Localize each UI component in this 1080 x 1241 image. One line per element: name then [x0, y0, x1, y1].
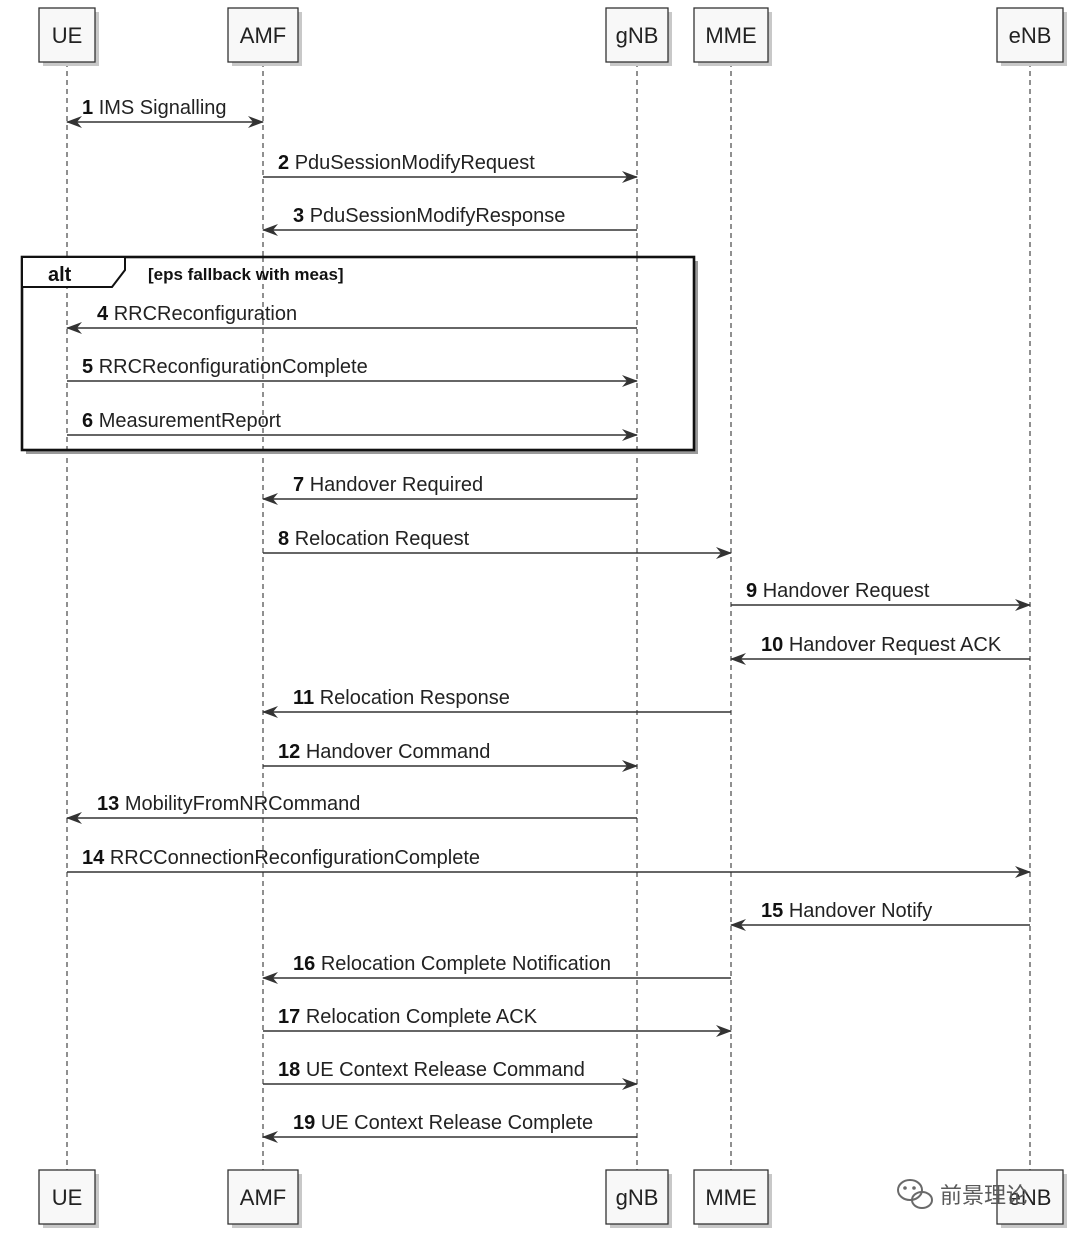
message-label: 16 Relocation Complete Notification: [293, 953, 611, 975]
alt-fragment-frame: alt [eps fallback with meas]: [20, 255, 698, 454]
messages: 1 IMS Signalling 2 PduSessionModifyReques…: [66, 97, 1031, 1143]
participant-enb-bottom: eNB: [996, 1169, 1067, 1228]
participant-amf-top: AMF: [227, 7, 302, 66]
participant-ue-top: UE: [38, 7, 99, 66]
message-label: 9 Handover Request: [746, 580, 930, 602]
message-14: 14 RRCConnectionReconfigurationComplete: [67, 847, 1031, 878]
message-3: 3 PduSessionModifyResponse: [262, 205, 637, 236]
participant-gnb-bottom: gNB: [605, 1169, 672, 1228]
participant-label: AMF: [240, 1185, 286, 1210]
message-label: 11 Relocation Response: [293, 687, 510, 709]
message-2: 2 PduSessionModifyRequest: [263, 152, 638, 183]
message-label: 8 Relocation Request: [278, 528, 470, 550]
participant-label: AMF: [240, 23, 286, 48]
alt-guard: [eps fallback with meas]: [148, 265, 344, 284]
participant-mme-bottom: MME: [693, 1169, 772, 1228]
participant-label: MME: [705, 1185, 756, 1210]
participant-gnb-top: gNB: [605, 7, 672, 66]
message-label: 12 Handover Command: [278, 741, 490, 763]
wechat-icon: [897, 1179, 933, 1209]
participant-enb-top: eNB: [996, 7, 1067, 66]
message-label: 19 UE Context Release Complete: [293, 1112, 593, 1134]
message-label: 4 RRCReconfiguration: [97, 303, 297, 325]
message-9: 9 Handover Request: [731, 580, 1031, 611]
watermark: 前景理论: [897, 1179, 1028, 1209]
message-10: 10 Handover Request ACK: [730, 634, 1030, 665]
message-4: 4 RRCReconfiguration: [66, 303, 637, 334]
participant-label: eNB: [1009, 1185, 1052, 1210]
message-label: 17 Relocation Complete ACK: [278, 1006, 538, 1028]
alt-keyword: alt: [48, 264, 72, 286]
message-label: 6 MeasurementReport: [82, 410, 281, 432]
participant-label: UE: [52, 23, 83, 48]
alt-tab: [21, 256, 126, 288]
participant-amf-bottom: AMF: [227, 1169, 302, 1228]
message-6: 6 MeasurementReport: [67, 410, 638, 441]
message-1: 1 IMS Signalling: [66, 97, 264, 128]
participant-ue-bottom: UE: [38, 1169, 99, 1228]
message-5: 5 RRCReconfigurationComplete: [67, 356, 638, 387]
message-label: 7 Handover Required: [293, 474, 483, 496]
message-label: 3 PduSessionModifyResponse: [293, 205, 565, 227]
participant-boxes: UE UE AMF AMF gNB gNB MME MME eNB eNB: [38, 7, 1067, 1228]
participant-label: eNB: [1009, 23, 1052, 48]
message-label: 10 Handover Request ACK: [761, 634, 1002, 656]
participant-label: gNB: [616, 1185, 659, 1210]
lifelines: [66, 62, 1031, 1170]
message-7: 7 Handover Required: [262, 474, 637, 505]
participant-label: MME: [705, 23, 756, 48]
message-12: 12 Handover Command: [263, 741, 638, 772]
message-label: 2 PduSessionModifyRequest: [278, 152, 535, 174]
message-19: 19 UE Context Release Complete: [262, 1112, 637, 1143]
participant-label: gNB: [616, 23, 659, 48]
message-8: 8 Relocation Request: [263, 528, 732, 559]
message-label: 1 IMS Signalling: [82, 97, 227, 119]
message-label: 15 Handover Notify: [761, 900, 932, 922]
message-label: 14 RRCConnectionReconfigurationComplete: [82, 847, 480, 869]
message-label: 13 MobilityFromNRCommand: [97, 793, 360, 815]
message-18: 18 UE Context Release Command: [263, 1059, 638, 1090]
message-13: 13 MobilityFromNRCommand: [66, 793, 637, 824]
watermark-text: 前景理论: [940, 1184, 1028, 1209]
message-label: 5 RRCReconfigurationComplete: [82, 356, 368, 378]
message-11: 11 Relocation Response: [262, 687, 731, 718]
message-17: 17 Relocation Complete ACK: [263, 1006, 732, 1037]
message-15: 15 Handover Notify: [730, 900, 1030, 931]
participant-mme-top: MME: [693, 7, 772, 66]
message-label: 18 UE Context Release Command: [278, 1059, 585, 1081]
message-16: 16 Relocation Complete Notification: [262, 953, 731, 984]
participant-label: UE: [52, 1185, 83, 1210]
